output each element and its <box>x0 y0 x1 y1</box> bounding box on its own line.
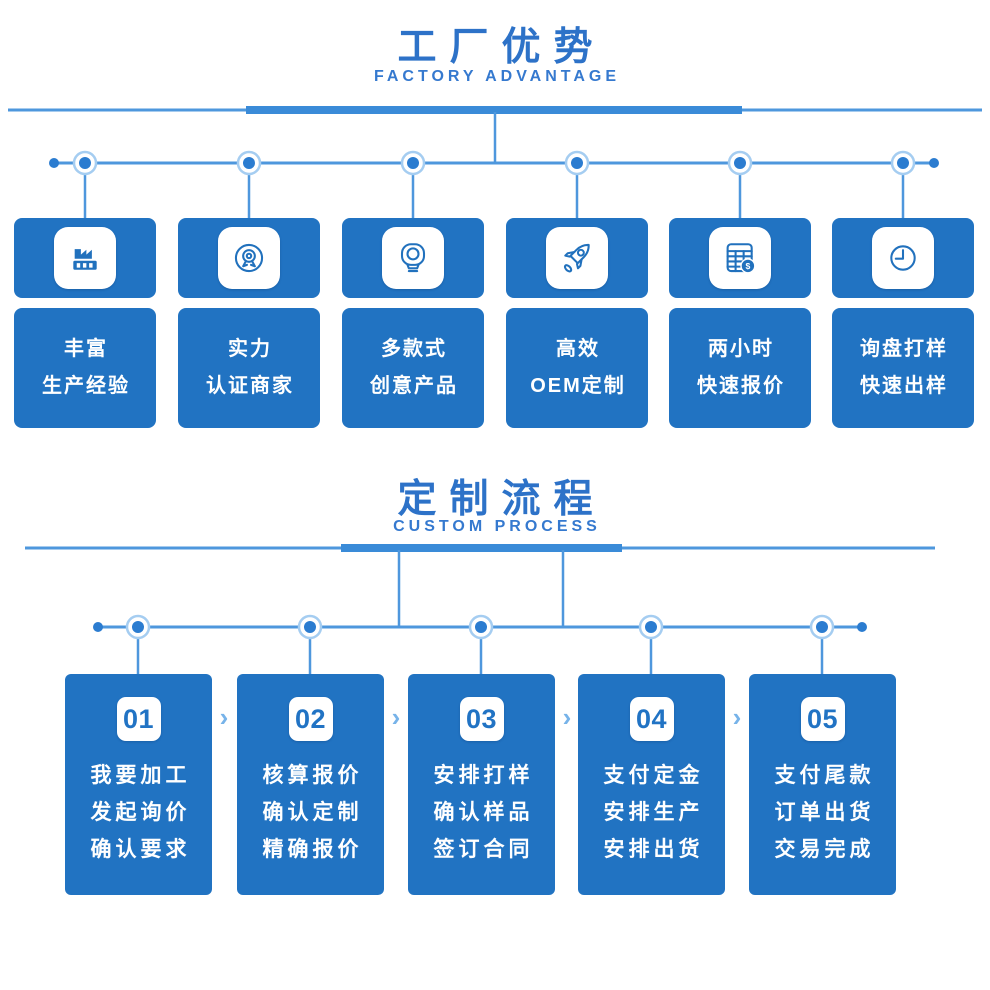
step-5-line-1: 支付尾款 <box>774 764 875 787</box>
advantage-icon-card-3 <box>342 218 484 298</box>
step-1-line-1: 我要加工 <box>90 764 191 787</box>
step-1-line-2: 发起询价 <box>90 801 191 824</box>
advantage-text-card-2: 实力 认证商家 <box>178 308 320 428</box>
advantage-text-card-3: 多款式 创意产品 <box>342 308 484 428</box>
step-5-line-3: 交易完成 <box>774 838 875 861</box>
clock-icon <box>872 227 934 289</box>
factory-advantage-subtitle: FACTORY ADVANTAGE <box>373 68 621 85</box>
chevron-right-icon: › <box>219 702 229 732</box>
step-2-line-2: 确认定制 <box>262 801 363 824</box>
step-3-line-1: 安排打样 <box>433 764 534 787</box>
bulb-icon <box>382 227 444 289</box>
process-connector-graphic <box>25 544 935 676</box>
advantage-1-line-2: 生产经验 <box>42 375 130 397</box>
step-1-line-3: 确认要求 <box>90 838 191 861</box>
advantage-icon-card-1 <box>14 218 156 298</box>
advantage-text-card-5: 两小时 快速报价 <box>669 308 811 428</box>
step-5-number: 05 <box>806 703 839 734</box>
chevron-right-icon: › <box>391 702 401 732</box>
step-number-badge: 01 <box>116 697 161 741</box>
advantage-3-line-2: 创意产品 <box>370 375 458 397</box>
factory-advantage-title: 工厂优势 <box>397 26 606 69</box>
connector-stems <box>83 163 905 218</box>
advantage-icon-card-2 <box>178 218 320 298</box>
advantage-6-line-1: 询盘打样 <box>860 338 948 360</box>
step-1-number: 01 <box>122 703 155 734</box>
advantage-2-line-2: 认证商家 <box>206 375 294 397</box>
step-2-number: 02 <box>294 703 327 734</box>
advantage-icon-card-4 <box>506 218 648 298</box>
process-step-card-2: 02 核算报价 确认定制 精确报价 <box>237 674 384 895</box>
medal-icon <box>218 227 280 289</box>
process-step-card-5: 05 支付尾款 订单出货 交易完成 <box>749 674 896 895</box>
advantage-4-line-2: OEM定制 <box>530 375 626 397</box>
step-2-line-1: 核算报价 <box>262 764 363 787</box>
advantage-icon-card-5: $ <box>669 218 811 298</box>
step-5-line-2: 订单出货 <box>774 801 875 824</box>
svg-text:$: $ <box>746 261 751 271</box>
step-4-line-2: 安排生产 <box>603 801 704 824</box>
advantage-5-line-1: 两小时 <box>708 338 774 360</box>
rocket-icon <box>546 227 608 289</box>
factory-connector-graphic <box>8 106 982 218</box>
advantage-text-card-6: 询盘打样 快速出样 <box>832 308 974 428</box>
step-number-badge: 05 <box>800 697 845 741</box>
advantage-text-card-4: 高效 OEM定制 <box>506 308 648 428</box>
advantage-text-card-1: 丰富 生产经验 <box>14 308 156 428</box>
advantage-5-line-2: 快速报价 <box>697 375 785 397</box>
connector-nodes <box>125 614 835 640</box>
step-2-line-3: 精确报价 <box>262 838 363 861</box>
custom-process-subtitle: CUSTOM PROCESS <box>393 518 601 535</box>
chevron-right-icon: › <box>732 702 742 732</box>
advantage-4-line-1: 高效 <box>556 338 600 360</box>
advantage-3-line-1: 多款式 <box>381 338 447 360</box>
factory-icon <box>54 227 116 289</box>
advantage-icon-card-6 <box>832 218 974 298</box>
advantage-1-line-1: 丰富 <box>64 338 108 360</box>
process-step-card-3: 03 安排打样 确认样品 签订合同 <box>408 674 555 895</box>
process-step-card-1: 01 我要加工 发起询价 确认要求 <box>65 674 212 895</box>
step-3-number: 03 <box>465 703 498 734</box>
advantage-2-line-1: 实力 <box>228 338 272 360</box>
step-4-line-3: 安排出货 <box>603 838 704 861</box>
step-4-number: 04 <box>635 703 668 734</box>
advantage-6-line-2: 快速出样 <box>860 375 948 397</box>
step-number-badge: 04 <box>629 697 674 741</box>
connector-nodes <box>72 150 916 176</box>
step-3-line-3: 签订合同 <box>433 838 534 861</box>
step-number-badge: 03 <box>459 697 504 741</box>
chevron-right-icon: › <box>562 702 572 732</box>
process-step-card-4: 04 支付定金 安排生产 安排出货 <box>578 674 725 895</box>
step-3-line-2: 确认样品 <box>433 801 534 824</box>
step-number-badge: 02 <box>288 697 333 741</box>
custom-process-title: 定制流程 <box>397 478 606 521</box>
step-4-line-1: 支付定金 <box>603 764 704 787</box>
calculator-icon: $ <box>709 227 771 289</box>
